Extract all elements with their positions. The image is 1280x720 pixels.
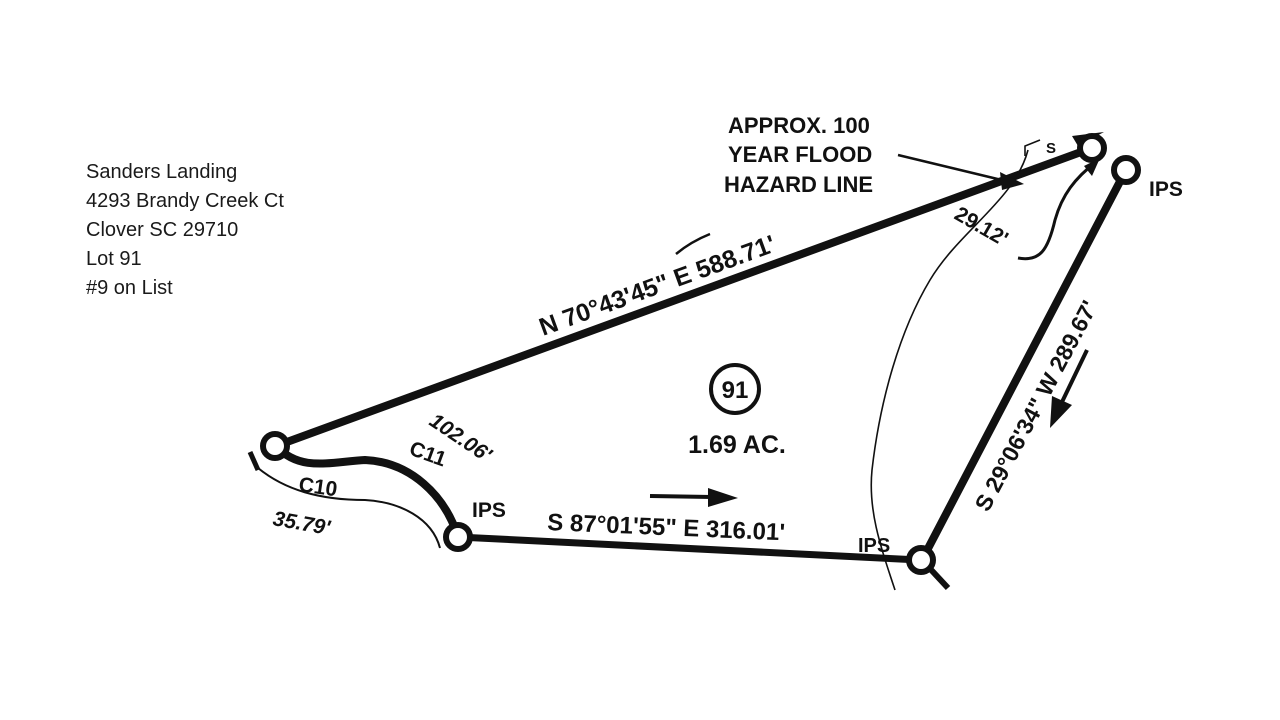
curve-c10-length: 35.79'	[271, 507, 333, 540]
curve-c10-label: C10	[297, 473, 338, 501]
monument-west	[260, 431, 290, 461]
lot-area: 1.69 AC.	[688, 431, 786, 459]
curve-c11	[273, 443, 462, 539]
ips-label-southeast: IPS	[858, 535, 890, 557]
east-line-direction-arrowhead	[1050, 396, 1072, 428]
info-city-state-zip: Clover SC 29710	[86, 219, 239, 241]
flood-distance-arrow	[1017, 160, 1097, 261]
south-boundary-line	[454, 533, 924, 564]
flood-note-arrowhead	[1000, 172, 1024, 190]
monument-southeast	[906, 545, 936, 575]
property-info-block: Sanders Landing 4293 Brandy Creek Ct Clo…	[86, 158, 284, 303]
flood-note-line-2: YEAR FLOOD	[728, 142, 872, 167]
lot-number-circle	[709, 363, 761, 415]
info-subdivision: Sanders Landing	[86, 161, 238, 183]
flood-distance-label: 29.12'	[951, 202, 1012, 251]
monument-northeast	[1111, 155, 1141, 185]
ips-label-southwest: IPS	[472, 499, 506, 522]
lot-number: 91	[722, 377, 749, 404]
monument-north	[1077, 133, 1107, 163]
curve-c10	[257, 467, 441, 549]
east-boundary-line	[918, 166, 1130, 564]
ips-label-northeast: IPS	[1149, 178, 1183, 201]
flood-distance-arrowhead	[1084, 158, 1100, 176]
north-boundary-line	[272, 144, 1096, 450]
north-line-tick	[675, 232, 711, 255]
flood-note-line-1: APPROX. 100	[728, 113, 870, 138]
east-line-direction-arrow	[1060, 349, 1089, 403]
east-line-bearing: S 29°06'34" W 289.67'	[969, 296, 1102, 515]
info-list-number: #9 on List	[86, 277, 173, 299]
flood-note-leader	[897, 153, 1011, 184]
s-mark-bracket	[1024, 139, 1041, 156]
north-line-bearing: N 70°43'45" E 588.71'	[535, 230, 779, 342]
south-line-direction-arrowhead	[708, 488, 738, 507]
s-mark-label: S	[1046, 140, 1056, 157]
monument-southwest	[443, 522, 473, 552]
flood-hazard-line	[870, 149, 1029, 591]
curve-c10-stub	[247, 450, 261, 472]
south-line-direction-arrow	[649, 494, 713, 499]
info-address: 4293 Brandy Creek Ct	[86, 190, 284, 212]
curve-c11-label: C11	[406, 437, 449, 472]
flood-note-line-3: HAZARD LINE	[724, 172, 873, 197]
info-lot: Lot 91	[86, 248, 142, 270]
